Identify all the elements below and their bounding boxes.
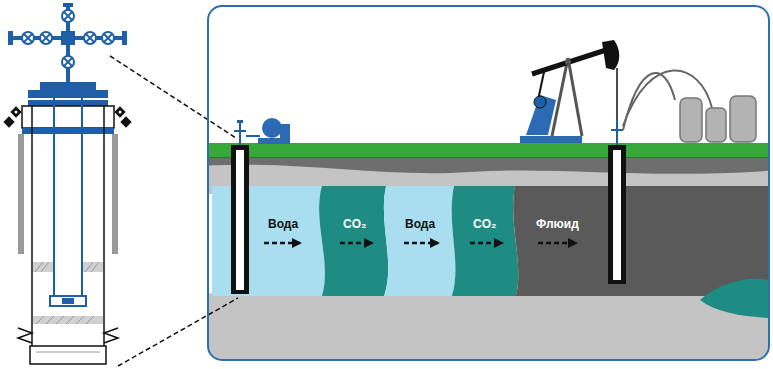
pumpjack [520,40,619,143]
band-fill [452,186,519,296]
leader-lines [110,56,238,366]
band-fill [513,186,768,296]
band-label: CO₂ [473,217,496,231]
band-fill [384,186,456,296]
production-well [608,70,712,284]
band-fill [319,186,388,296]
band-shape [506,184,770,298]
band-label: Вода [405,217,435,231]
panel-border [208,6,769,360]
surface-grass [208,143,769,158]
band-label: Вода [268,217,298,231]
band-fill [212,186,325,296]
reservoir-band: Флюид [506,184,770,298]
reservoir-band: Вода [210,184,334,298]
earth-layers [208,143,769,360]
co2-patch [700,279,768,318]
injection-well [231,118,290,294]
base-rock [208,289,769,360]
band-label: Флюид [536,217,579,231]
flow-arrows [264,243,576,244]
band-label: CO₂ [343,217,366,231]
band-shape [210,184,334,298]
storage-tanks [680,96,756,142]
